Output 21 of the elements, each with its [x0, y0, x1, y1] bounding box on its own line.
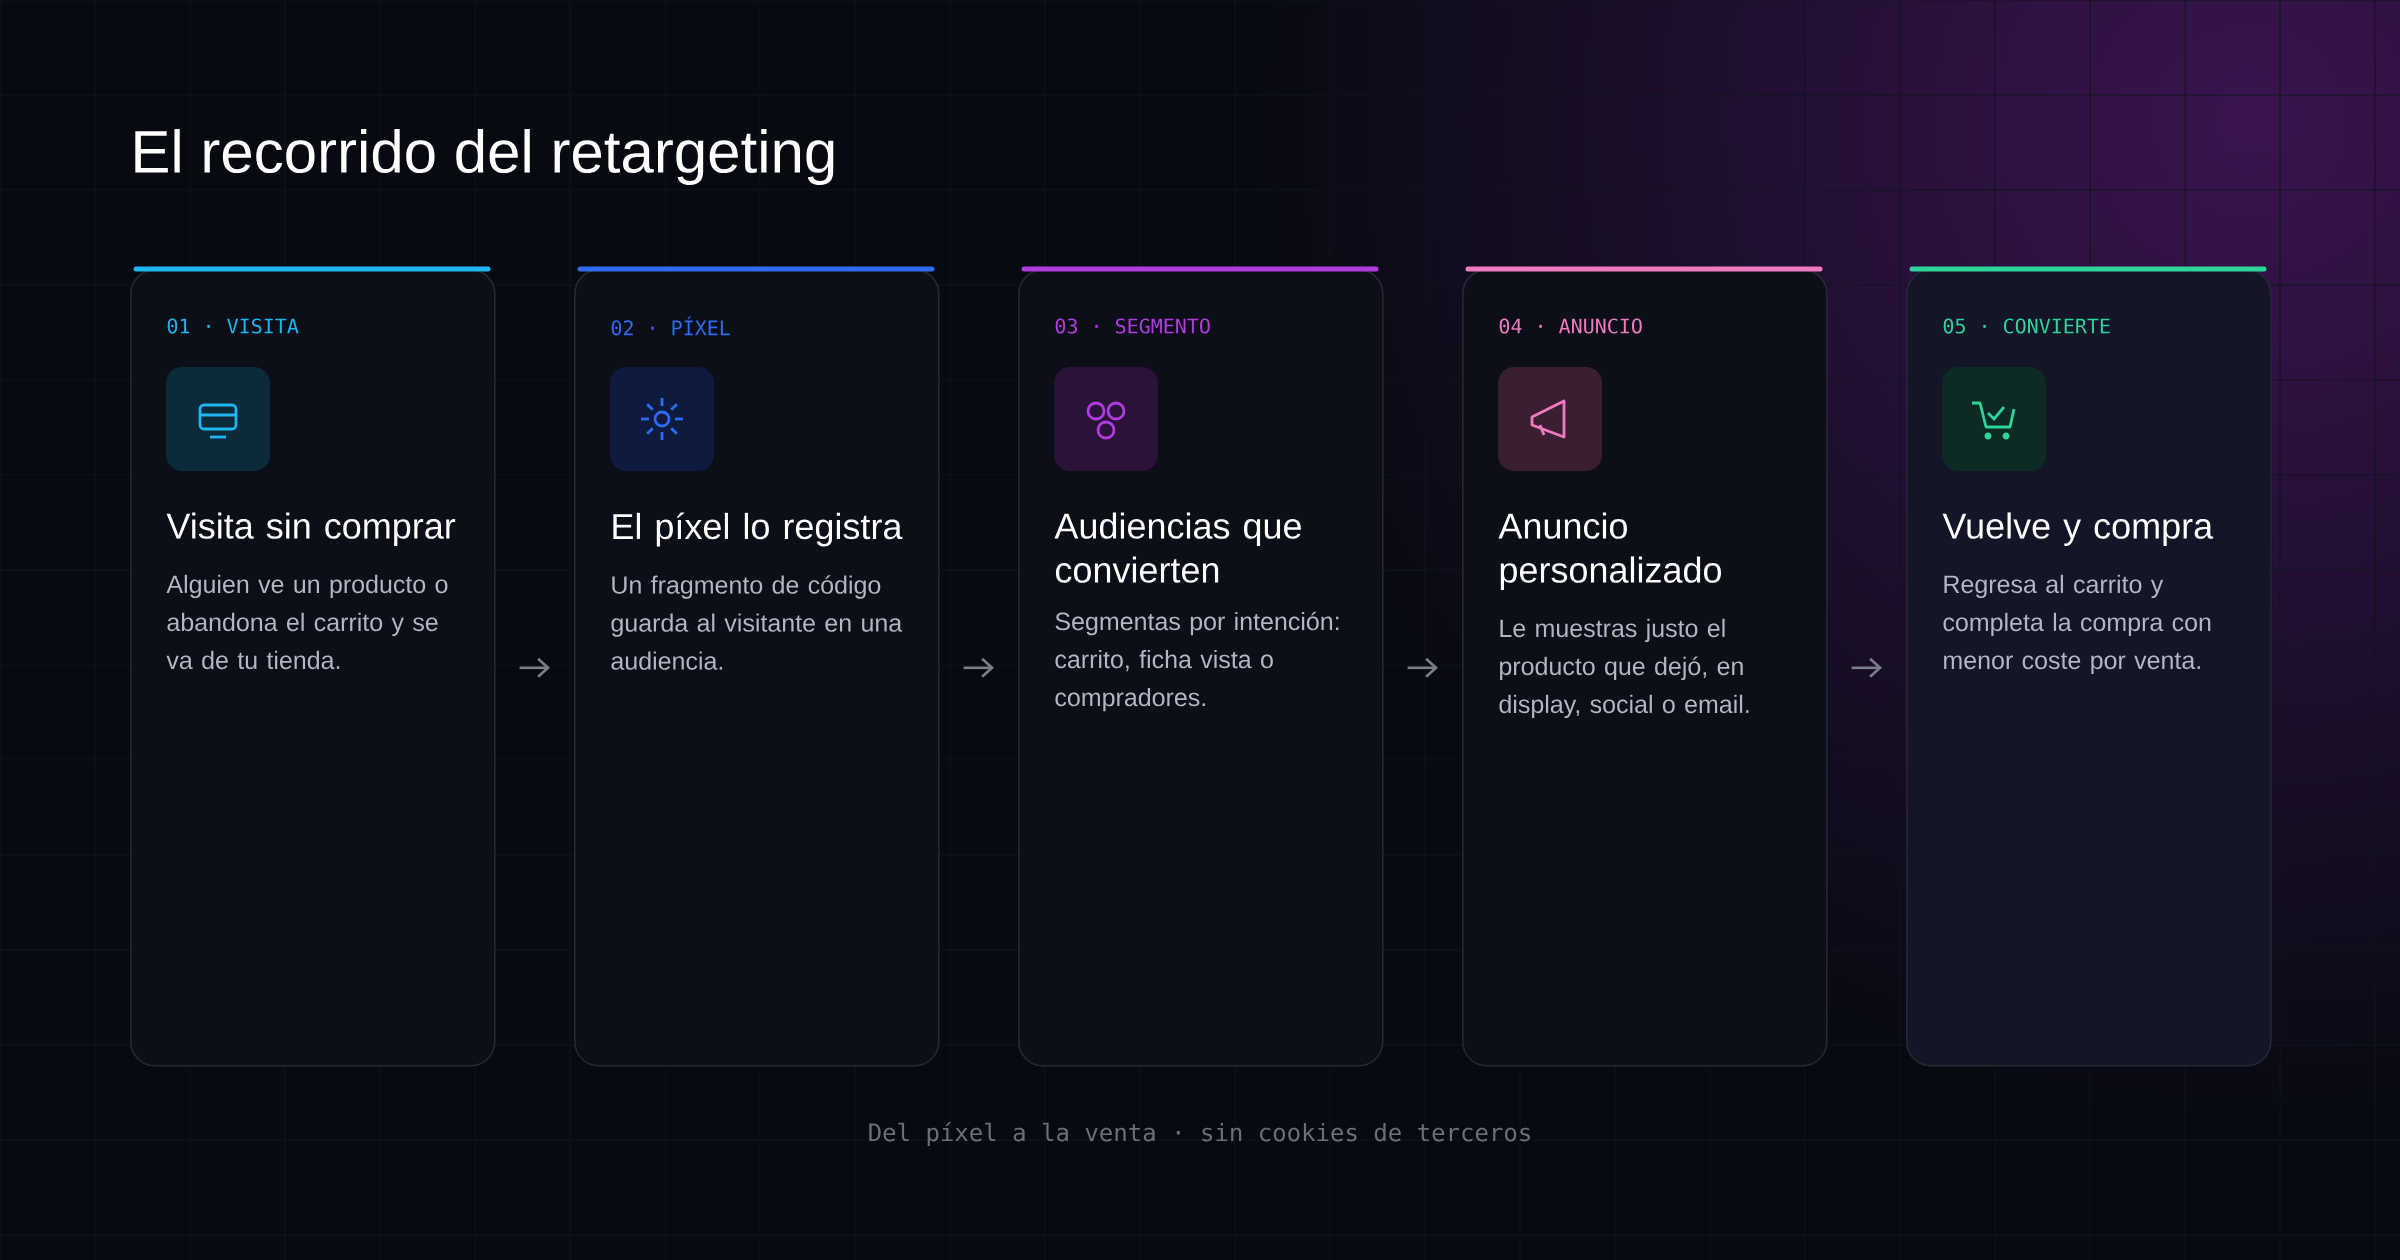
- step-description: Regresa al carrito y completa la compra con menor coste por venta.: [1943, 574, 2211, 675]
- step-description: Alguien ve un producto o abandona el carrito y se va de tu tienda.: [166, 574, 448, 670]
- step-heading: Vuelve y compra: [1942, 512, 2214, 546]
- footer-note: Del píxel a la venta · sin cookies de terceros: [869, 1121, 1530, 1147]
- arrow: [519, 657, 550, 678]
- step-description: Un fragmento de código guarda al visitante en una audiencia.: [611, 575, 903, 670]
- arrow: [1851, 657, 1882, 678]
- arrow: [1407, 657, 1438, 678]
- step-tag: 05 · CONVIERTE: [1943, 318, 2110, 334]
- step-heading: Visita sin comprar: [166, 512, 456, 546]
- step-description: Le muestras justo el producto que dejó, en display, social o email.: [1499, 618, 1749, 719]
- step-heading: El píxel lo registra: [613, 512, 903, 547]
- step-tag: 03 · SEGMENTO: [1055, 318, 1210, 334]
- step-heading: Anuncio personalizado: [1498, 512, 1721, 590]
- step-tag: 04 · ANUNCIO: [1499, 318, 1642, 334]
- arrow: [963, 657, 994, 678]
- title: El recorrido del retargeting: [135, 129, 834, 185]
- step-description: Segmentas por intención: carrito, ficha vista o compradores.: [1055, 611, 1339, 712]
- step-tag: 02 · PÍXEL: [611, 316, 730, 336]
- step-heading: Audiencias que convierten: [1054, 512, 1301, 583]
- step-tag: 01 · VISITA: [167, 318, 299, 334]
